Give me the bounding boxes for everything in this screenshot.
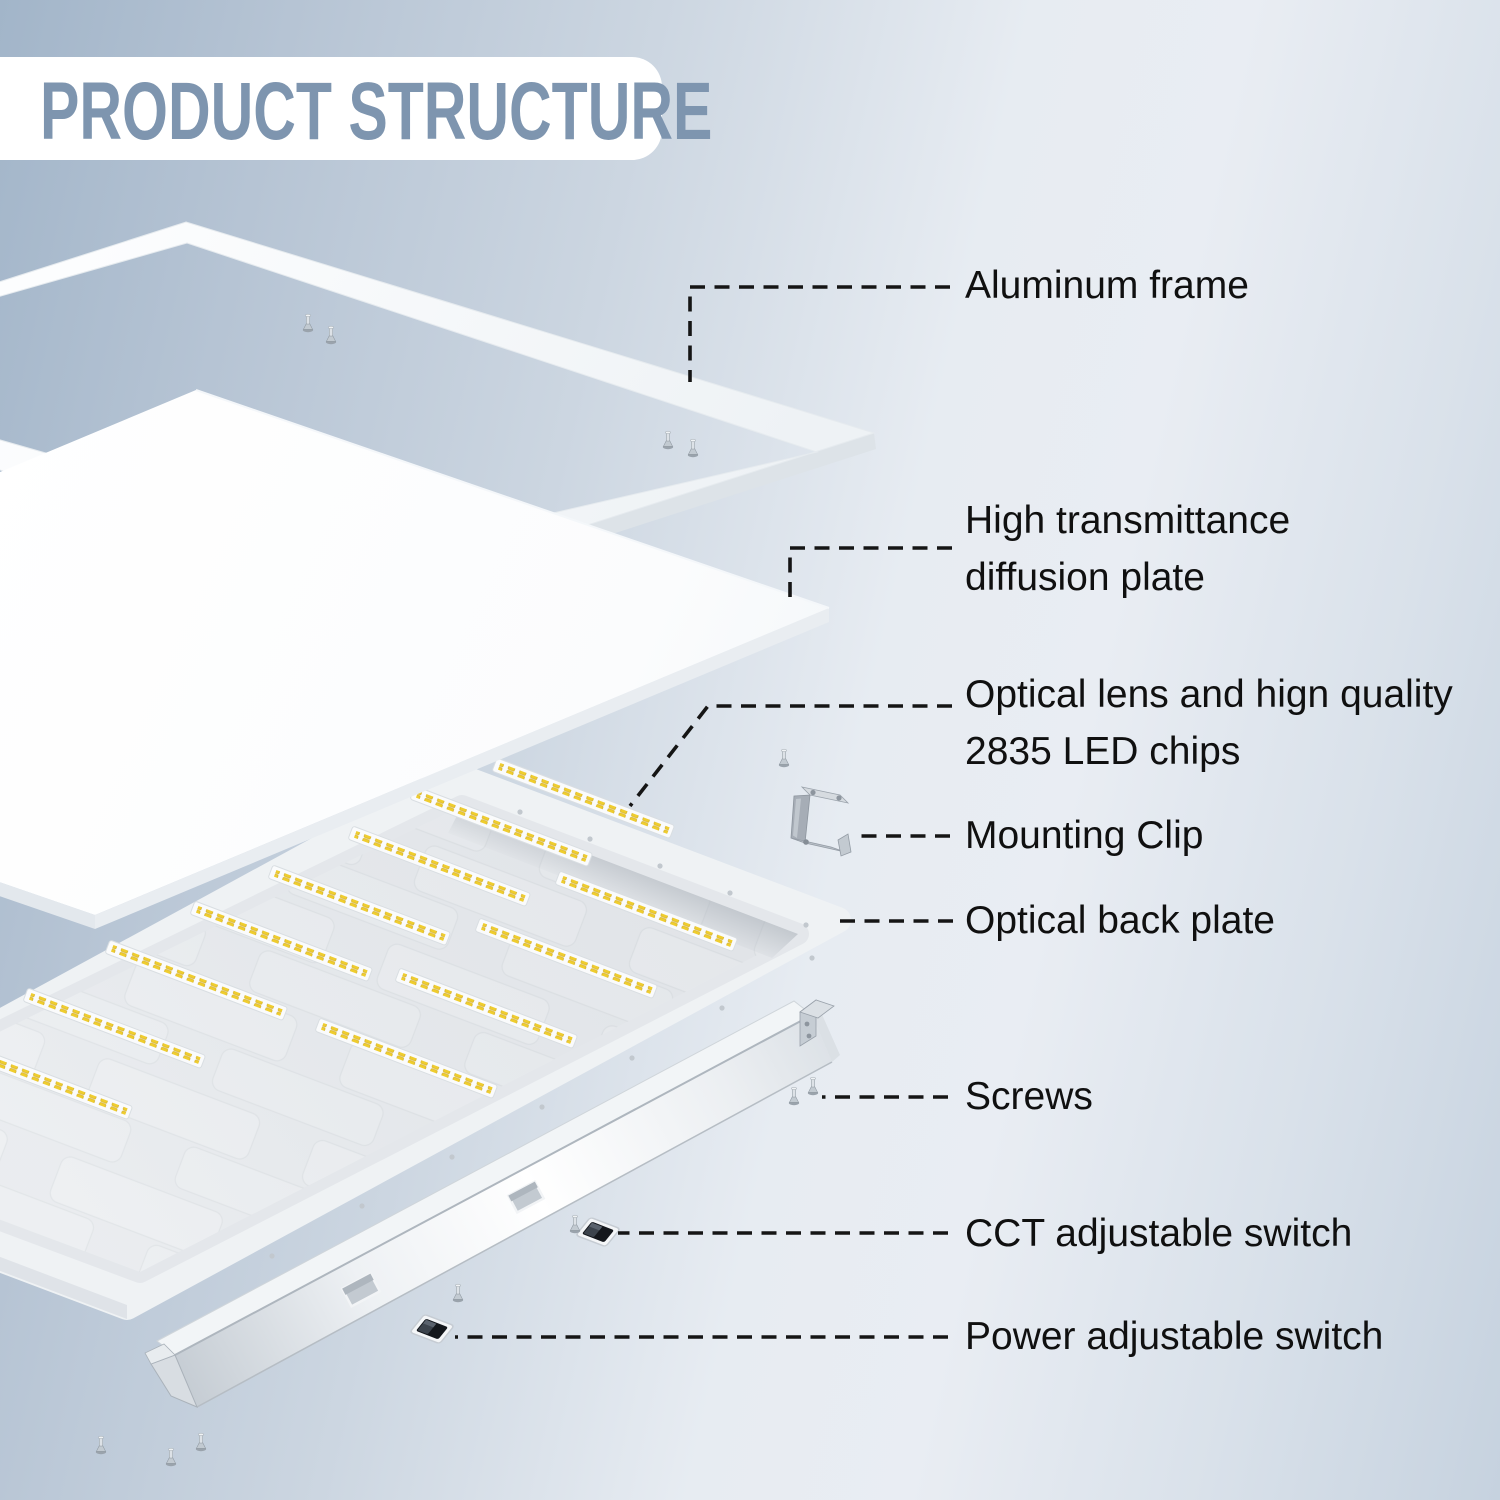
leader-aluminum-frame (688, 285, 950, 382)
title-banner: PRODUCT STRUCTURE (0, 57, 712, 160)
label-line: High transmittance (965, 499, 1291, 542)
label-cct-switch: CCT adjustable switch (965, 1205, 1352, 1262)
label-line: Mounting Clip (965, 814, 1204, 857)
bar-switch-hole (506, 1179, 546, 1215)
leader-diffusion-plate (788, 546, 952, 598)
cct-switch-icon (574, 1216, 622, 1248)
label-back-plate: Optical back plate (965, 892, 1275, 949)
screw-icon (165, 1447, 177, 1467)
label-line: CCT adjustable switch (965, 1212, 1353, 1255)
page-title: PRODUCT STRUCTURE (40, 66, 713, 157)
screw-icon (195, 1432, 207, 1452)
label-line: Optical back plate (965, 899, 1276, 942)
optical-back-plate-shape (0, 762, 851, 1320)
screw-icon (687, 438, 699, 458)
label-power-switch: Power adjustable switch (965, 1308, 1383, 1365)
power-switch-icon (408, 1313, 456, 1345)
screw-icon (452, 1283, 464, 1303)
leader-led-chips (628, 704, 952, 808)
leader-lines (455, 285, 953, 1339)
bar-end-bracket (799, 999, 835, 1047)
screw-icon (325, 325, 337, 345)
rim-screw-holes (269, 809, 815, 1259)
label-line: 2835 LED chips (965, 730, 1241, 773)
screw-icon (569, 1214, 581, 1234)
mounting-clip-icon (790, 786, 852, 857)
label-diffusion-plate: High transmittance diffusion plate (965, 492, 1290, 606)
screw-icon (778, 748, 790, 768)
label-screws: Screws (965, 1068, 1093, 1125)
screw-icon (95, 1435, 107, 1455)
label-line: diffusion plate (965, 556, 1205, 599)
screw-icon (302, 313, 314, 333)
screw-icon (788, 1086, 800, 1106)
driver-bar-shape (144, 999, 840, 1408)
label-line: Optical lens and hign quality (965, 673, 1453, 716)
label-aluminum-frame: Aluminum frame (965, 257, 1249, 314)
bar-switch-hole (340, 1271, 382, 1309)
label-line: Aluminum frame (965, 264, 1249, 307)
screw-icon (662, 430, 674, 450)
screw-icon (807, 1076, 819, 1096)
label-led-chips: Optical lens and hign quality 2835 LED c… (965, 666, 1453, 780)
diffusion-plate-shape (0, 389, 830, 929)
label-line: Screws (965, 1075, 1093, 1118)
label-line: Power adjustable switch (965, 1315, 1384, 1358)
label-mounting-clip: Mounting Clip (965, 807, 1203, 864)
